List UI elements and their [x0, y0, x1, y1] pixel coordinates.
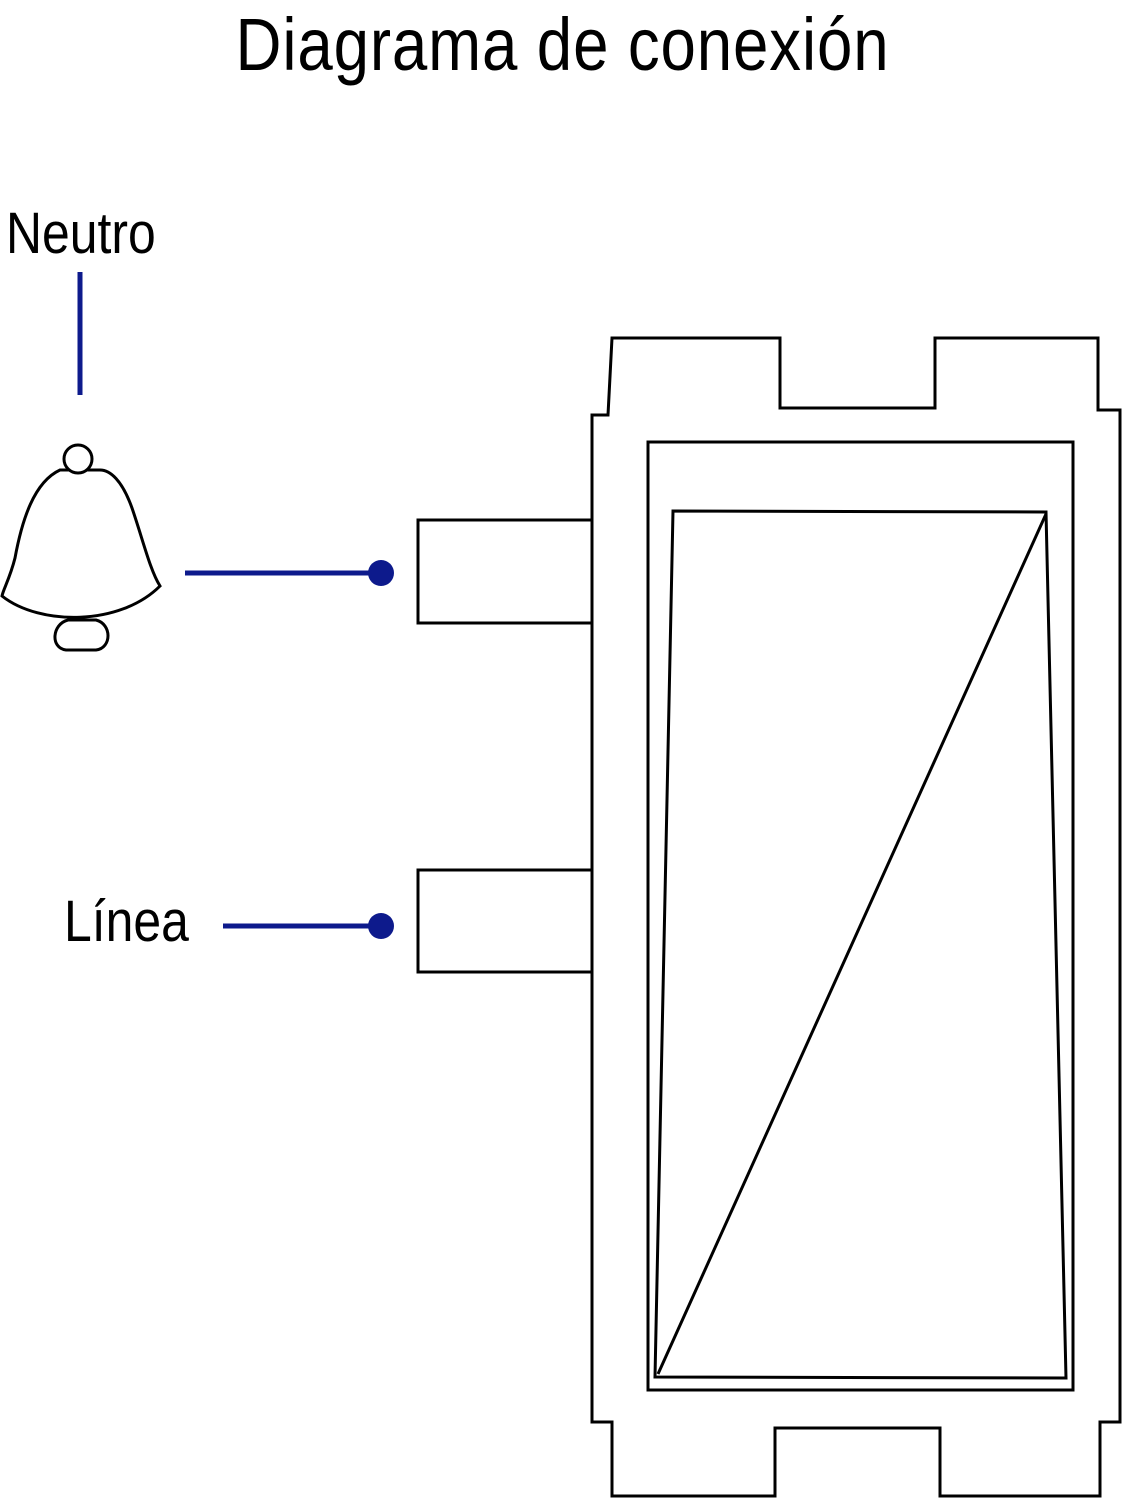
switch-frame: [590, 336, 1122, 1498]
neutral-label: Neutro: [6, 201, 156, 266]
switch-outline: [416, 336, 1122, 1498]
bottom-terminal: [416, 868, 594, 974]
load-terminal-dot: [368, 560, 394, 586]
switch-plate: [646, 440, 1075, 1392]
diagram-title: Diagrama de conexión: [235, 3, 890, 86]
line-label: Línea: [64, 889, 189, 954]
rocker-button: [653, 509, 1068, 1380]
rocker-diagonal: [656, 513, 1048, 1375]
top-terminal: [416, 518, 594, 625]
line-terminal-dot: [368, 913, 394, 939]
bell-icon: [0, 443, 162, 652]
